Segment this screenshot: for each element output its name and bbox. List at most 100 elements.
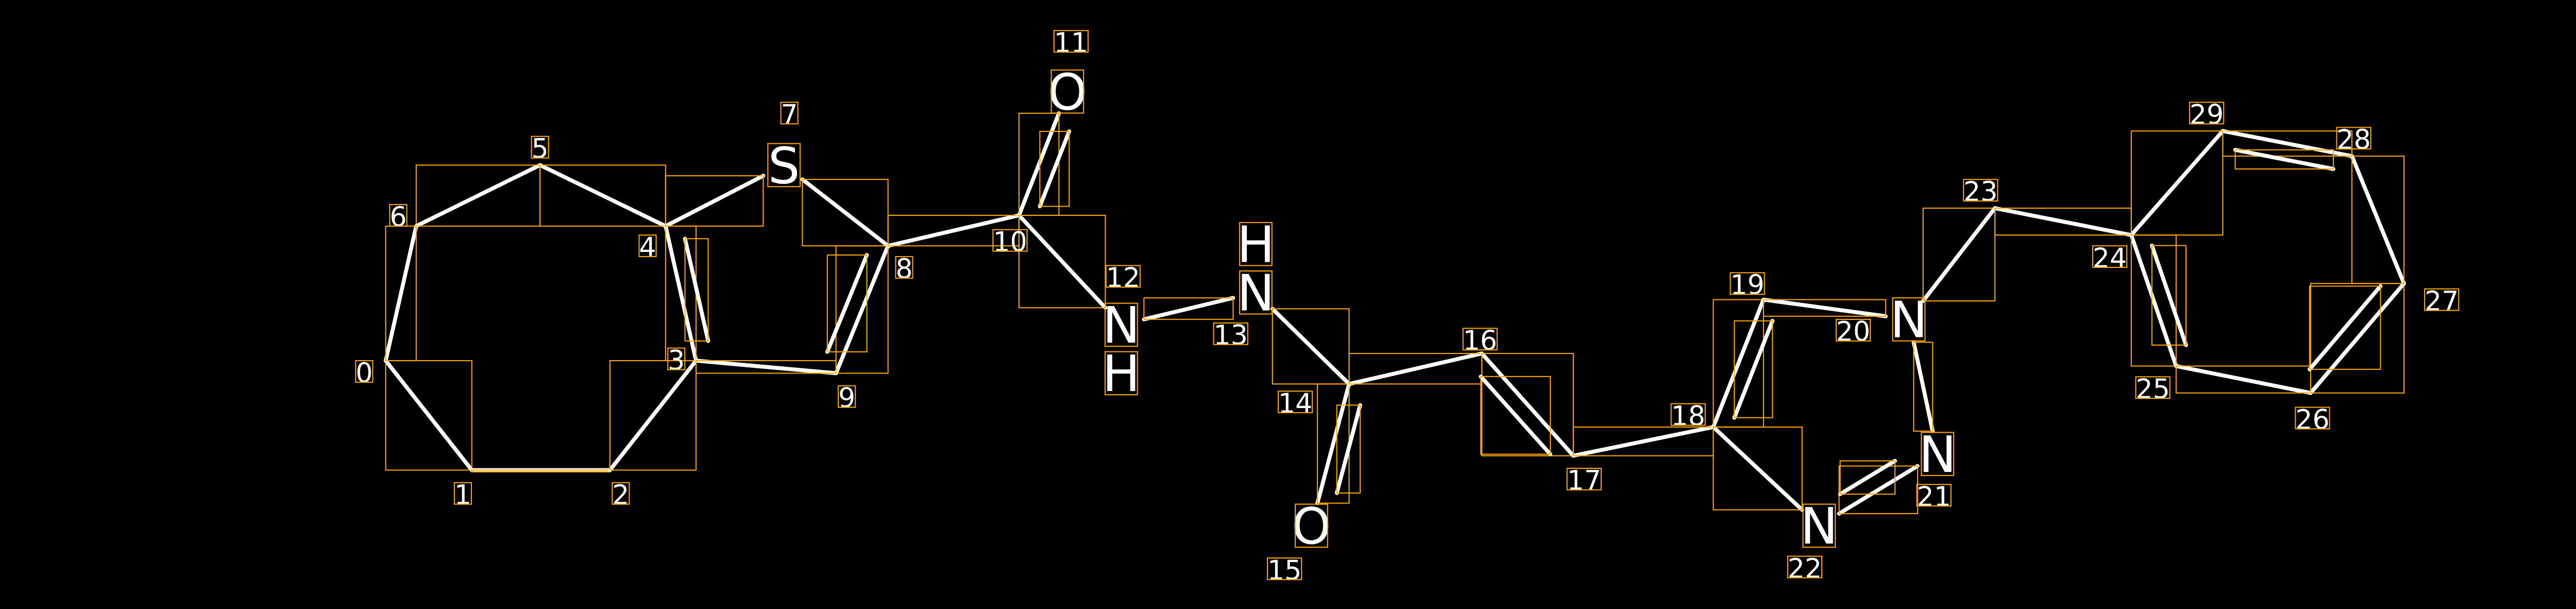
- bond-box: [1734, 320, 1773, 418]
- symbol-box: [1921, 432, 1955, 476]
- bond-21-22-inner: [1838, 459, 1897, 496]
- atom-symbol-n: N: [1237, 263, 1275, 322]
- atom-index-label: 11: [1054, 28, 1088, 59]
- bond-box: [1336, 404, 1361, 494]
- atom-index-label: 10: [993, 227, 1027, 258]
- label-box: [612, 482, 630, 505]
- label-box: [1462, 328, 1498, 351]
- symbol-box: [767, 143, 801, 188]
- bond-10-11: [1017, 111, 1061, 217]
- label-box: [667, 347, 686, 370]
- bond-16-17-inner: [1479, 374, 1553, 456]
- bond-18-19-inner: [1732, 318, 1775, 420]
- atom-index-label: 28: [2336, 125, 2370, 156]
- bond-7-8: [800, 177, 890, 248]
- atom-index-label: 14: [1278, 388, 1312, 419]
- bond-box: [1481, 353, 1574, 456]
- bond-box: [2351, 155, 2405, 284]
- atom-index-label: 3: [668, 345, 685, 376]
- bond-box: [684, 238, 709, 342]
- label-box: [1053, 30, 1089, 53]
- bond-box: [696, 360, 837, 374]
- bond-10-11-inner: [1038, 129, 1072, 209]
- bond-24-25: [2129, 233, 2178, 368]
- label-box: [1670, 403, 1706, 426]
- bond-box: [415, 164, 541, 227]
- bond-box: [1143, 297, 1234, 320]
- label-box: [2295, 407, 2330, 430]
- bond-box: [1480, 376, 1551, 455]
- atom-hydrogen-h: H: [1103, 344, 1140, 403]
- bond-12-13: [1142, 296, 1235, 322]
- label-box: [837, 385, 856, 408]
- atom-index-label: 20: [1836, 317, 1870, 348]
- bonds-layer: [383, 111, 2406, 516]
- atom-symbol-o: O: [1047, 62, 1087, 121]
- symbol-box: [1239, 270, 1273, 315]
- bond-23-24: [1993, 206, 2133, 238]
- bond-box: [1762, 299, 1887, 317]
- label-box: [2189, 102, 2225, 125]
- atom-index-label: 9: [838, 383, 855, 414]
- label-box: [638, 234, 657, 258]
- bond-6-0: [383, 224, 418, 363]
- bond-14-15: [1315, 382, 1351, 505]
- bond-box: [1018, 214, 1106, 309]
- bond-19-20: [1761, 297, 1888, 318]
- bond-13-14: [1270, 307, 1351, 386]
- atom-index-label: 8: [895, 254, 912, 285]
- atom-hydrogen-h: H: [1237, 215, 1275, 274]
- atom-index-label: 25: [2136, 374, 2170, 405]
- bond-24-25-inner: [2150, 243, 2188, 347]
- bond-8-9-inner: [825, 253, 869, 354]
- bond-9-3: [694, 359, 838, 376]
- symbol-box: [1892, 297, 1926, 342]
- bond-20-21: [1911, 340, 1935, 433]
- bond-0-1: [383, 359, 474, 472]
- atom-index-label: 24: [2093, 243, 2127, 274]
- bond-20-23: [1921, 206, 1997, 303]
- label-box: [531, 136, 549, 159]
- label-box: [389, 204, 408, 227]
- symbol-box: [1104, 351, 1138, 396]
- label-box: [1267, 557, 1302, 580]
- bond-box: [2151, 245, 2187, 346]
- label-box: [2135, 376, 2171, 399]
- atom-index-label: 26: [2295, 404, 2329, 435]
- symbol-box: [1050, 69, 1084, 114]
- label-box: [1835, 318, 1871, 342]
- bond-28-29-inner: [2233, 148, 2335, 171]
- atom-symbol-n: N: [1103, 296, 1140, 354]
- atom-index-label: 4: [639, 232, 656, 263]
- bond-26-27: [2309, 281, 2406, 395]
- symbol-box: [1239, 222, 1273, 266]
- bond-5-6: [414, 163, 542, 228]
- bond-26-27-inner: [2308, 284, 2383, 371]
- atom-index-label: 19: [1730, 270, 1764, 301]
- atom-index-label: 13: [1214, 320, 1248, 351]
- atom-index-label: 5: [532, 134, 549, 165]
- atom-index-label: 18: [1671, 401, 1705, 432]
- bond-17-18: [1571, 425, 1716, 458]
- atom-index-label: 12: [1106, 263, 1140, 294]
- atom-index-label: 1: [454, 480, 471, 511]
- bond-box: [2234, 149, 2334, 170]
- bond-10-12: [1017, 213, 1108, 310]
- atom-index-label: 16: [1463, 326, 1497, 357]
- bond-box: [665, 175, 764, 227]
- atom-index-label: 7: [781, 99, 798, 130]
- bond-box: [1922, 207, 1996, 302]
- bond-4-5: [538, 163, 668, 228]
- atom-index-label: 6: [389, 202, 406, 233]
- bond-29-24: [2129, 129, 2225, 238]
- atom-index-label: 17: [1567, 466, 1601, 497]
- label-box: [1213, 322, 1248, 345]
- bond-box: [1272, 308, 1350, 385]
- label-box: [1787, 555, 1823, 579]
- bond-22-18: [1711, 425, 1804, 512]
- bond-25-26: [2174, 364, 2313, 395]
- bond-14-15-inner: [1334, 403, 1362, 495]
- label-box: [1277, 391, 1313, 414]
